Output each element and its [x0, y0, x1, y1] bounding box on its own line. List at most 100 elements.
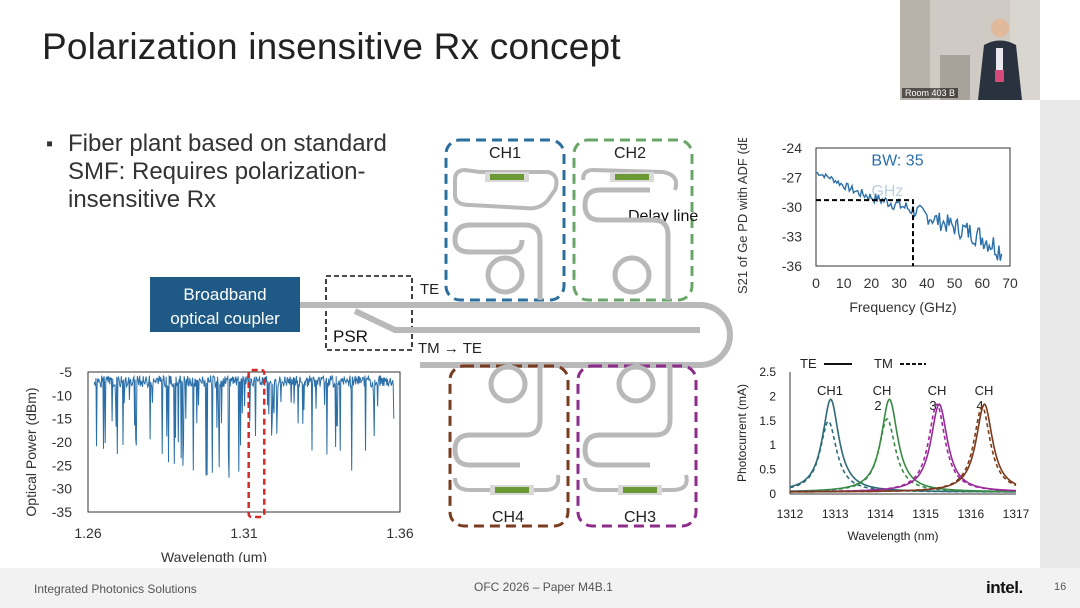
s21-xtick-label: 50	[947, 275, 963, 291]
photo-curve-ch1-tm	[789, 420, 1016, 493]
photo-curve-ch3-tm	[790, 403, 1016, 493]
s21-xtick-label: 20	[864, 275, 880, 291]
lower-channel-waveguides	[452, 364, 689, 492]
upper-channel-waveguides	[452, 167, 679, 300]
tm-te-label: TM → TE	[418, 340, 482, 357]
slide: Polarization insensitive Rx concept ▪ Fi…	[23, 26, 1030, 562]
photo-channel-label-3: CH	[928, 383, 947, 398]
detector-ch2-core	[615, 174, 649, 180]
webcam-feed	[900, 0, 1040, 100]
photo-channel-label-num-3: 3	[929, 398, 936, 413]
room-label: Room 403 B	[902, 88, 959, 98]
spectrum-series-line	[93, 374, 395, 478]
s21-ytick-label: -33	[782, 229, 802, 245]
photo-legend-tm: TM	[874, 356, 893, 371]
photo-xtick-label: 1312	[777, 507, 804, 521]
s21-bw-annotation: BW: 35	[871, 153, 923, 170]
detector-ch1-core	[490, 174, 524, 180]
detector-ch3-core	[623, 487, 657, 493]
psr-label: PSR	[333, 327, 368, 346]
coupler-label-1: Broadband	[183, 285, 266, 304]
spectrum-plot-frame	[87, 371, 401, 513]
photo-xtick-label: 1314	[867, 507, 894, 521]
photo-xtick-label: 1315	[912, 507, 939, 521]
s21-ytick-label: -36	[782, 258, 802, 274]
photo-channel-label-1: CH1	[817, 383, 843, 398]
s21-bw-unit: GHz	[871, 183, 903, 200]
photo-ytick-label: 1	[769, 438, 776, 452]
spectrum-ylabel: Optical Power (dBm)	[23, 387, 39, 516]
photo-ylabel: Photocurrent (mA)	[735, 384, 749, 482]
photo-curve-ch4-te	[790, 403, 1017, 493]
s21-xtick-label: 40	[919, 275, 935, 291]
te-label: TE	[420, 281, 439, 298]
rx-diagram: Broadband optical coupler PSR TE TM → TE…	[150, 138, 733, 528]
s21-series-line	[815, 171, 1003, 261]
spectrum-ytick-label: -25	[52, 457, 72, 473]
photo-channel-label-2: CH	[873, 383, 892, 398]
bullet-text: Fiber plant based on standard SMF: Requi…	[68, 130, 387, 213]
photo-channel-label-num-2: 2	[874, 398, 881, 413]
psr-box	[325, 275, 413, 351]
photo-xlabel: Wavelength (nm)	[848, 529, 939, 543]
spectrum-xtick-label: 1.31	[230, 525, 257, 541]
speaker-video	[900, 0, 1040, 100]
ch3-label: CH3	[624, 509, 656, 526]
s21-3db-marker	[816, 199, 914, 266]
ch3-box	[576, 364, 698, 528]
photo-xtick-label: 1313	[822, 507, 849, 521]
s21-xtick-label: 70	[1002, 275, 1018, 291]
photo-ytick-label: 0.5	[759, 463, 776, 477]
photo-channel-label-4: CH	[975, 383, 994, 398]
footer-org: Integrated Photonics Solutions	[34, 582, 197, 596]
coupler-label-2: optical coupler	[170, 309, 280, 328]
photo-ytick-label: 2.5	[759, 365, 776, 379]
spectrum-ytick-label: -15	[52, 411, 72, 427]
spectrum-highlight-box	[247, 368, 266, 519]
spectrum-ytick-label: -5	[60, 364, 73, 380]
s21-chart: -24 -27 -30 -33 -36 0 10 20 30 40 50 60 70Frequency …	[735, 138, 1018, 315]
ch2-box	[572, 138, 694, 302]
spectrum-xtick-label: 1.36	[386, 525, 413, 541]
photo-curve-ch2-te	[790, 398, 1016, 493]
bullet-marker: ▪	[46, 133, 54, 155]
ch1-label: CH1	[489, 145, 521, 162]
spectrum-xlabel: Wavelength (um)	[161, 549, 267, 562]
s21-ytick-label: -30	[782, 199, 802, 215]
spectrum-ytick-label: -20	[52, 434, 72, 450]
photo-xtick-label: 1316	[957, 507, 984, 521]
ch2-label: CH2	[614, 145, 646, 162]
optical-spectrum-chart: -5 -10 -15 -20 -25 -30 -351.26 1.31 1.36Waveleng…	[23, 364, 414, 562]
footer: Integrated Photonics Solutions OFC 2026 …	[0, 568, 1080, 608]
bus-waveguide	[300, 302, 733, 368]
spectrum-ytick-label: -30	[52, 481, 72, 497]
s21-ytick-label: -27	[782, 170, 802, 186]
ch4-label: CH4	[492, 509, 524, 526]
spectrum-xtick-label: 1.26	[74, 525, 101, 541]
photo-channel-label-num-4: 4	[976, 398, 983, 413]
s21-xtick-label: 30	[891, 275, 907, 291]
photo-curve-ch2-tm	[790, 418, 1016, 493]
spectrum-ytick-label: -10	[52, 387, 72, 403]
s21-ytick-label: -24	[782, 140, 802, 156]
s21-ylabel: S21 of Ge PD with ADF (dB)	[735, 138, 750, 294]
s21-xlabel: Frequency (GHz)	[849, 299, 956, 315]
broadband-coupler-box	[150, 277, 300, 332]
page-number: 16	[1054, 581, 1067, 593]
slide-title: Polarization insensitive Rx concept	[42, 26, 621, 67]
detector-ch4-core	[495, 487, 529, 493]
s21-xtick-label: 0	[812, 275, 820, 291]
photo-ytick-label: 1.5	[759, 414, 776, 428]
photo-ytick-label: 0	[769, 487, 776, 501]
photo-curve-ch1-te	[789, 398, 1016, 493]
photo-ytick-label: 2	[769, 389, 776, 403]
ch4-box	[448, 364, 570, 528]
s21-xtick-label: 10	[836, 275, 852, 291]
s21-xtick-label: 60	[974, 275, 990, 291]
photo-curve-ch3-te	[790, 403, 1016, 493]
ch1-box	[444, 138, 566, 302]
spectrum-ytick-label: -35	[52, 504, 72, 520]
photo-curve-ch4-tm	[790, 406, 1017, 493]
side-strip	[1040, 100, 1080, 608]
